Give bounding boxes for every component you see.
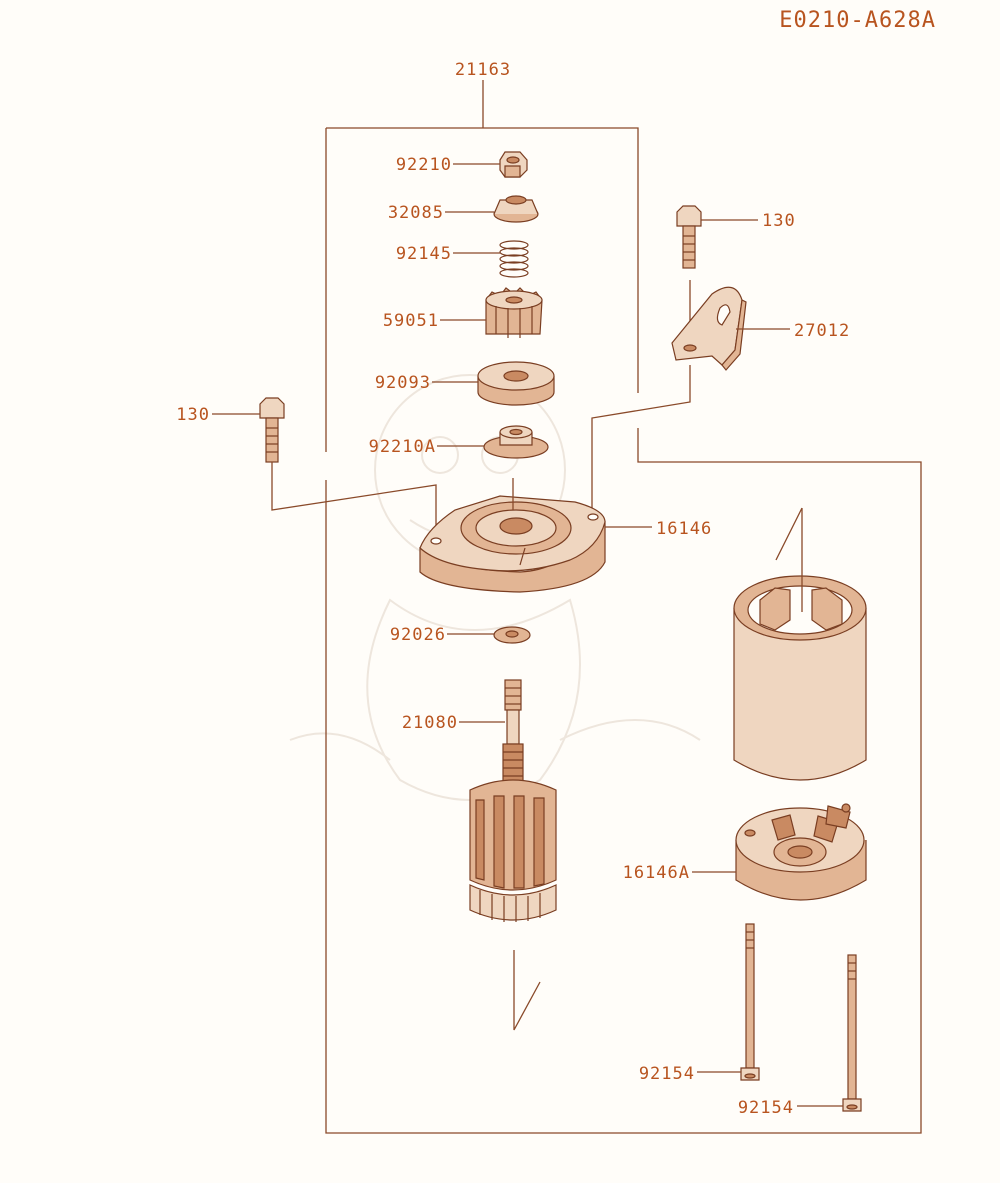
through-bolt-92154-a[interactable]	[740, 923, 760, 1081]
part-label-16146[interactable]: 16146	[656, 519, 712, 539]
washer-92026[interactable]	[493, 626, 531, 644]
part-label-16146a[interactable]: 16146A	[623, 863, 690, 883]
armature-21080[interactable]	[469, 679, 557, 922]
bolt-130-right[interactable]	[676, 205, 702, 269]
rear-bracket-16146a[interactable]	[735, 803, 867, 901]
part-label-27012[interactable]: 27012	[794, 321, 850, 341]
flange-nut-92210a[interactable]	[483, 425, 549, 459]
bolt-130-left[interactable]	[259, 397, 285, 463]
part-label-92154-b[interactable]: 92154	[738, 1098, 794, 1118]
nut-92210[interactable]	[499, 151, 528, 178]
part-label-32085[interactable]: 32085	[388, 203, 444, 223]
collar-32085[interactable]	[493, 195, 539, 223]
end-cover-16146[interactable]	[419, 478, 606, 593]
washer-92093[interactable]	[477, 361, 555, 406]
part-label-92093[interactable]: 92093	[375, 373, 431, 393]
part-label-92210[interactable]: 92210	[396, 155, 452, 175]
part-label-92145[interactable]: 92145	[396, 244, 452, 264]
part-label-130-left[interactable]: 130	[176, 405, 210, 425]
spring-92145[interactable]	[499, 240, 529, 278]
part-label-92026[interactable]: 92026	[390, 625, 446, 645]
part-label-21080[interactable]: 21080	[402, 713, 458, 733]
part-label-59051[interactable]: 59051	[383, 311, 439, 331]
part-label-92154-a[interactable]: 92154	[639, 1064, 695, 1084]
part-label-130-right[interactable]: 130	[762, 211, 796, 231]
assembly-frame	[325, 80, 922, 1134]
yoke-housing	[733, 507, 867, 781]
part-label-92210a[interactable]: 92210A	[369, 437, 436, 457]
bracket-plate-27012[interactable]	[671, 286, 747, 371]
through-bolt-92154-b[interactable]	[842, 954, 862, 1112]
pinion-gear-59051[interactable]	[485, 287, 543, 338]
diagram-code: E0210-A628A	[779, 8, 936, 33]
part-label-21163[interactable]: 21163	[455, 60, 511, 80]
